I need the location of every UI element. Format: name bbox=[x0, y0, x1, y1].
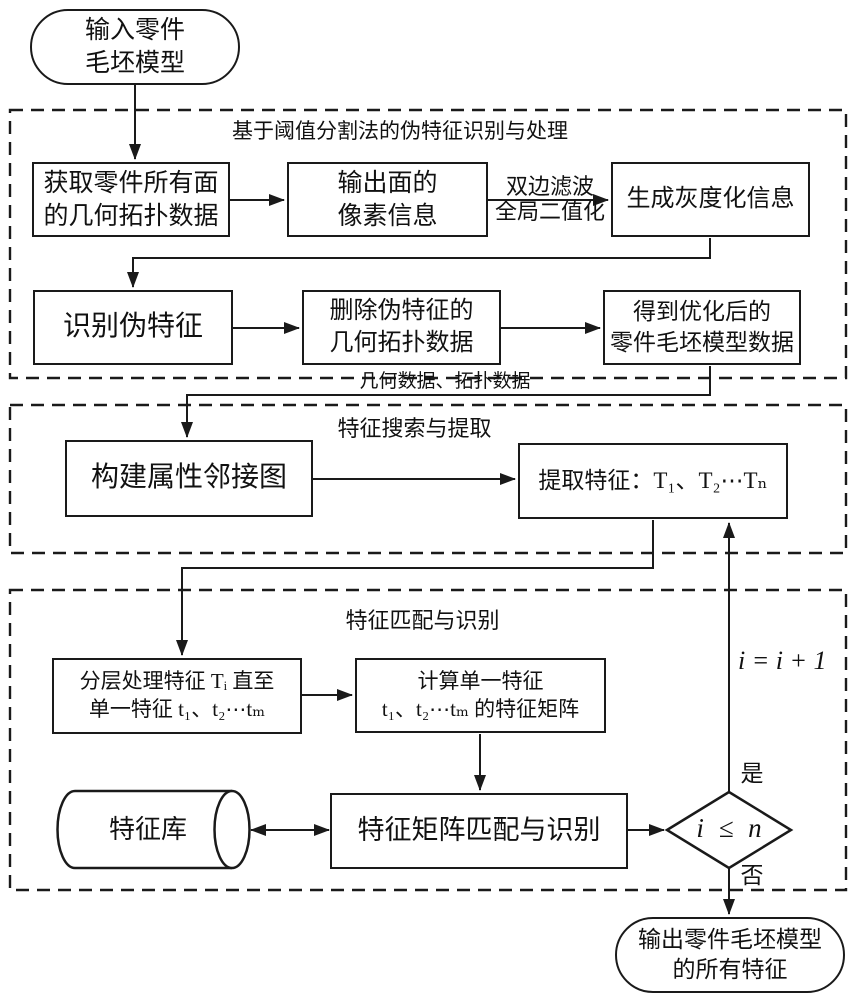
section-3-title: 特征匹配与识别 bbox=[345, 608, 500, 633]
edge-extract-to-layered bbox=[176, 520, 654, 656]
start-terminal: 输入零件 毛坯模型 bbox=[30, 9, 240, 85]
end-terminal: 输出零件毛坯模型 的所有特征 bbox=[615, 917, 845, 993]
feature-library-cylinder bbox=[56, 789, 251, 870]
feature-library-label: 特征库 bbox=[108, 815, 187, 844]
node-matrix-match: 特征矩阵匹配与识别 bbox=[330, 793, 628, 869]
section-1-boundary bbox=[8, 108, 848, 380]
node-gray-info: 生成灰度化信息 bbox=[611, 162, 810, 237]
edge-label-yes: 是 bbox=[740, 761, 764, 786]
section-1-title: 基于阈值分割法的伪特征识别与处理 bbox=[232, 119, 568, 143]
edge-gray-to-identify bbox=[127, 238, 711, 288]
section-2-boundary bbox=[8, 403, 848, 555]
edge-optimized-to-adjacency bbox=[181, 366, 711, 438]
node-optimized-model: 得到优化后的 零件毛坯模型数据 bbox=[603, 290, 801, 365]
edge-label-increment: i = i + 1 bbox=[738, 646, 827, 675]
section-3-boundary bbox=[8, 588, 848, 892]
node-compute-matrix: 计算单一特征 t₁、t₂⋯tₘ 的特征矩阵 bbox=[355, 658, 606, 733]
node-layered-process: 分层处理特征 Tᵢ 直至 单一特征 t₁、t₂⋯tₘ bbox=[52, 658, 302, 734]
section-2-title: 特征搜索与提取 bbox=[337, 416, 492, 441]
edge-label-bilateral-filter: 双边滤波 全局二值化 bbox=[494, 174, 605, 225]
decision-label: i ≤ n bbox=[696, 813, 762, 843]
node-pixel-info: 输出面的 像素信息 bbox=[287, 162, 488, 237]
node-identify-pseudo: 识别伪特征 bbox=[33, 290, 233, 365]
node-delete-pseudo: 删除伪特征的 几何拓扑数据 bbox=[302, 290, 501, 365]
decision-diamond bbox=[664, 790, 794, 870]
edge-label-geo-topo-data: 几何数据、拓扑数据 bbox=[359, 371, 531, 392]
node-extract-features: 提取特征：T₁、T₂⋯Tₙ bbox=[518, 443, 788, 519]
node-get-topology: 获取零件所有面 的几何拓扑数据 bbox=[32, 162, 230, 237]
edge-label-no: 否 bbox=[740, 863, 764, 888]
node-adjacency-graph: 构建属性邻接图 bbox=[65, 440, 313, 517]
